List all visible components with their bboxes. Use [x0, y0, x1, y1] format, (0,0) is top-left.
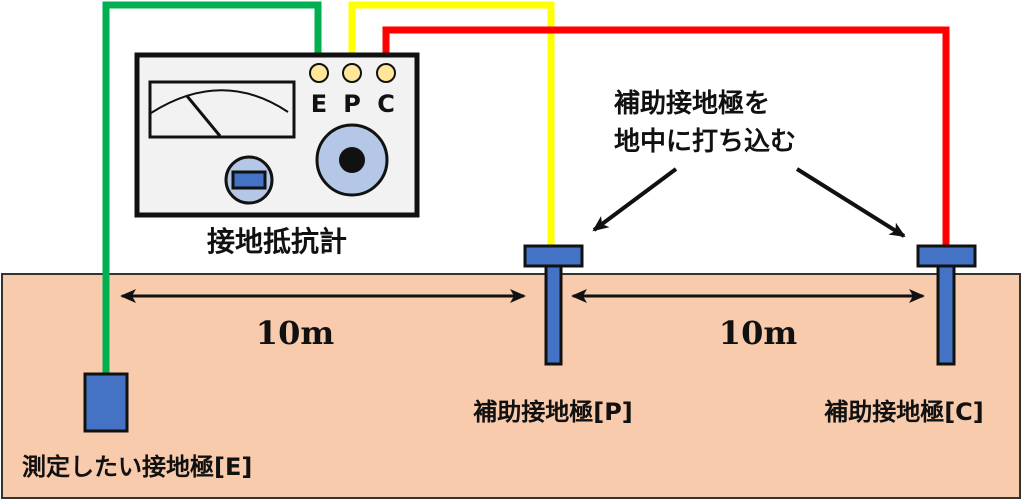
electrode-p: [523, 244, 584, 366]
distance-label-e-p: 10m: [256, 314, 335, 352]
electrode-c: [916, 244, 977, 366]
electrode-p-label: 補助接地極[P]: [472, 398, 633, 426]
ground: [1, 273, 1021, 499]
terminal-e: [309, 63, 329, 83]
electrode-e-label: 測定したい接地極[E]: [22, 453, 252, 481]
wire-p-yellow: [348, 1, 555, 246]
arrow-to-c: [795, 167, 906, 238]
electrode-c-label: 補助接地極[C]: [823, 398, 984, 426]
terminal-label-e: E: [311, 90, 327, 118]
earth-resistance-meter: E P C: [134, 52, 420, 218]
terminal-p: [342, 63, 362, 83]
gauge-scale: [150, 89, 289, 114]
switch-knob: [231, 170, 267, 190]
arrow-to-p: [592, 167, 678, 232]
electrode-e: [83, 372, 129, 433]
terminal-label-p: P: [343, 90, 361, 118]
meter-label: 接地抵抗計: [207, 225, 347, 258]
terminal-c: [376, 63, 396, 83]
wire-c-red: [382, 26, 950, 246]
annotation-line-1: 補助接地極を: [613, 89, 770, 119]
dial-center: [339, 147, 365, 173]
distance-label-p-c: 10m: [719, 314, 798, 352]
gauge-needle: [185, 95, 222, 137]
annotation-line-2: 地中に打ち込む: [614, 127, 796, 157]
terminal-label-c: C: [377, 90, 395, 118]
wire-e-green: [102, 1, 322, 374]
